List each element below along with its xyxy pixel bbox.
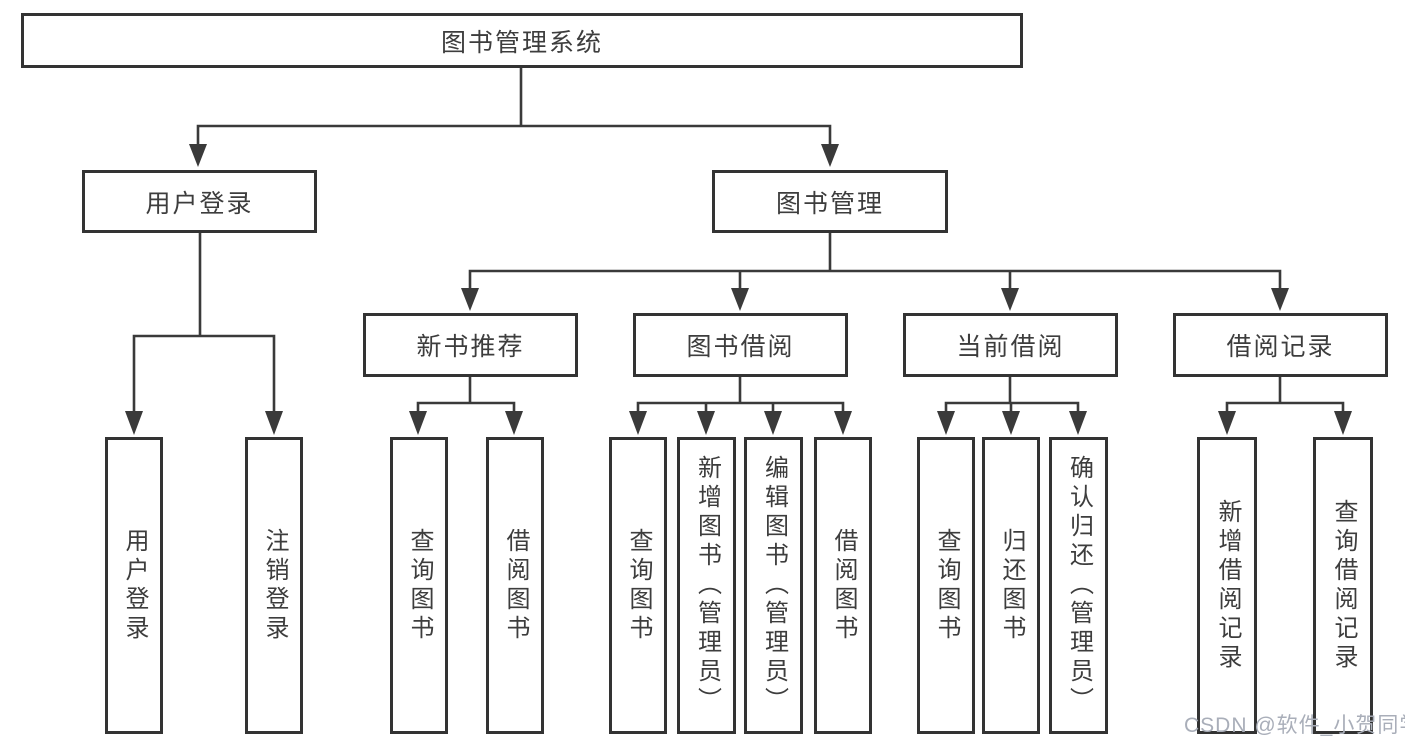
node-borrow-record-label: 借阅记录 [1226,333,1335,361]
node-book-management: 图书管理 [712,170,948,233]
leaf-bb-borrow-books: 借阅图书 [814,437,872,734]
node-borrow-record: 借阅记录 [1173,313,1388,377]
leaf-nb-borrow-books: 借阅图书 [486,437,544,734]
leaf-cb-confirm-return-admin: 确认归还（管理员） [1049,437,1108,734]
leaf-cb-confirm-return-admin-label: 确认归还（管理员） [1065,455,1093,716]
leaf-br-query-record-label: 查询借阅记录 [1330,498,1357,673]
connector-branch-categories [468,269,1282,292]
leaf-bb-edit-books-admin-label: 编辑图书（管理员） [760,455,788,716]
node-new-book-recommend-label: 新书推荐 [416,333,525,361]
leaf-bb-add-books-admin-label: 新增图书（管理员） [693,455,721,716]
leaf-bb-borrow-books-label: 借阅图书 [830,527,857,644]
node-user-login: 用户登录 [82,170,317,233]
leaf-br-query-record: 查询借阅记录 [1313,437,1373,734]
node-current-borrow: 当前借阅 [903,313,1118,377]
leaf-nb-query-books-label: 查询图书 [406,527,433,644]
leaf-logout-label: 注销登录 [261,527,288,644]
connector-branch-userlogin [132,334,276,414]
leaf-cb-return-books: 归还图书 [982,437,1040,734]
leaf-bb-query-books: 查询图书 [609,437,667,734]
leaf-nb-query-books: 查询图书 [390,437,448,734]
leaf-cb-return-books-label: 归还图书 [998,527,1025,644]
connector-branch-cat2 [636,401,845,414]
leaf-br-add-record: 新增借阅记录 [1197,437,1257,734]
connector-branch-cat1 [416,401,516,414]
leaf-bb-add-books-admin: 新增图书（管理员） [677,437,736,734]
leaf-cb-query-books-label: 查询图书 [933,527,960,644]
leaf-cb-query-books: 查询图书 [917,437,975,734]
leaf-bb-query-books-label: 查询图书 [625,527,652,644]
node-book-management-label: 图书管理 [775,189,884,218]
csdn-watermark: CSDN @软件_小贺同学 [1184,714,1405,737]
leaf-user-login: 用户登录 [105,437,163,734]
node-new-book-recommend: 新书推荐 [363,313,578,377]
node-user-login-label: 用户登录 [145,189,254,218]
node-current-borrow-label: 当前借阅 [956,333,1065,361]
leaf-logout: 注销登录 [245,437,303,734]
node-root-label: 图书管理系统 [440,28,603,57]
connector-branch-level2 [196,124,832,150]
connector-branch-cat4 [1225,401,1345,414]
node-root: 图书管理系统 [21,13,1023,68]
connector-branch-cat3 [944,401,1080,414]
leaf-nb-borrow-books-label: 借阅图书 [502,527,529,644]
node-book-borrow: 图书借阅 [633,313,848,377]
leaf-br-add-record-label: 新增借阅记录 [1214,498,1241,673]
leaf-user-login-label: 用户登录 [121,527,148,644]
node-book-borrow-label: 图书借阅 [686,333,795,361]
leaf-bb-edit-books-admin: 编辑图书（管理员） [744,437,803,734]
